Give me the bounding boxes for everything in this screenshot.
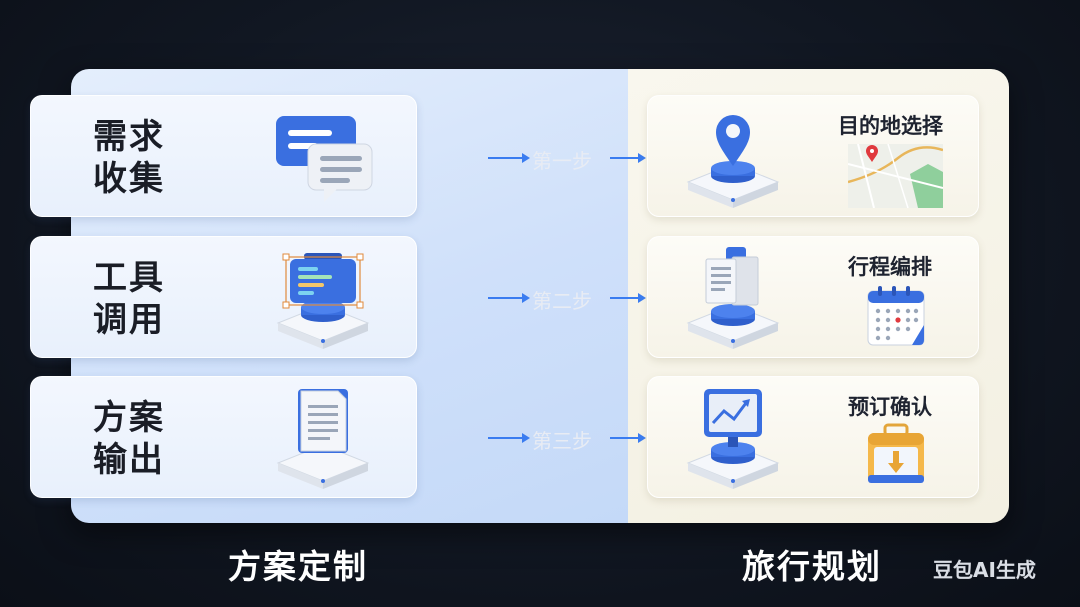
card-title: 方案输出: [93, 398, 165, 480]
step-arrows: [488, 433, 646, 443]
toolbox-icon: [276, 253, 370, 349]
map-pin-icon: [686, 115, 780, 208]
itinerary-sheets-icon: [686, 247, 780, 349]
card-destination-selection: 目的地选择: [647, 95, 979, 217]
step-1: 第一步: [488, 145, 648, 173]
card-title: 工具调用: [93, 258, 165, 340]
document-icon: [276, 389, 370, 489]
right-caption: 旅行规划: [742, 547, 882, 586]
calendar-icon: [867, 286, 925, 346]
card-tool-invocation: 工具调用: [30, 236, 417, 358]
card-plan-output: 方案输出: [30, 376, 417, 498]
step-arrows: [488, 293, 646, 303]
card-title: 行程编排: [848, 255, 932, 279]
step-2: 第二步: [488, 285, 648, 313]
card-requirement-collection: 需求收集: [30, 95, 417, 217]
card-title: 需求收集: [93, 117, 165, 199]
chat-bubbles-icon: [276, 116, 373, 202]
card-title: 预订确认: [848, 395, 932, 419]
watermark: 豆包AI生成: [933, 558, 1036, 582]
suitcase-icon: [868, 423, 924, 483]
card-itinerary-planning: 行程编排: [647, 236, 979, 358]
card-booking-confirmation: 预订确认: [647, 376, 979, 498]
step-3: 第三步: [488, 425, 648, 453]
step-label: 第三步: [532, 429, 592, 453]
step-label: 第二步: [532, 289, 592, 313]
monitor-chart-icon: [686, 389, 780, 489]
step-label: 第一步: [532, 149, 592, 173]
left-caption: 方案定制: [228, 547, 368, 586]
card-title: 目的地选择: [838, 114, 943, 138]
map-icon: [848, 144, 943, 208]
step-arrows: [488, 153, 646, 163]
